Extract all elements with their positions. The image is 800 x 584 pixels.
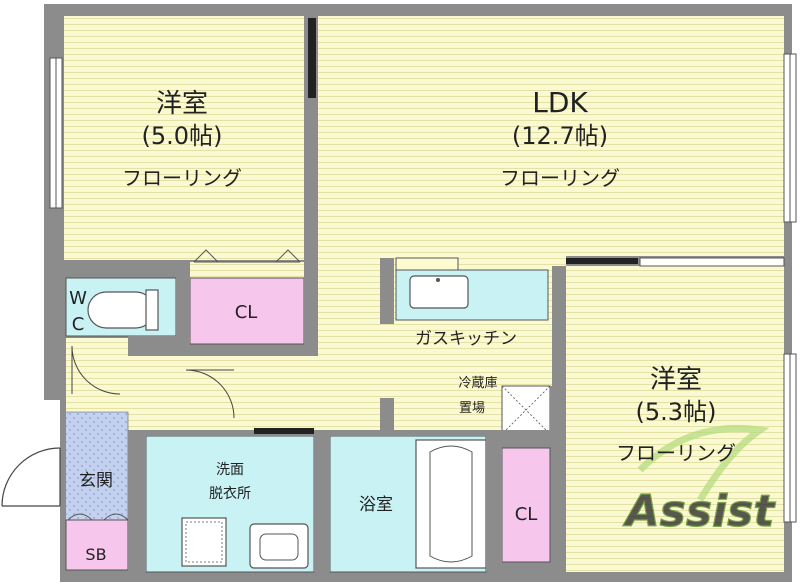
western-room-1-size: (5.0帖): [142, 122, 223, 150]
bathtub: [415, 439, 487, 569]
western-room-2-size: (5.3帖): [636, 398, 717, 426]
washing-machine: [181, 517, 227, 567]
kitchen-label: ガスキッチン: [415, 329, 517, 349]
washroom-label-line1: 洗面: [216, 462, 244, 478]
western-room-2-floor: フローリング: [616, 441, 736, 465]
hallway: [128, 356, 318, 430]
washbasin: [249, 523, 309, 569]
western-room-1-name: 洋室: [156, 89, 208, 119]
entrance: [66, 412, 128, 520]
ldk-size: (12.7帖): [512, 122, 608, 150]
toilet-label-line1: W: [69, 288, 87, 309]
sliding-door: [639, 257, 785, 267]
toilet-label-line2: C: [72, 314, 85, 335]
closet-2: [501, 447, 551, 563]
toilet-tank: [145, 289, 159, 331]
front-door-swing: [1, 447, 61, 507]
kitchen-sink: [409, 275, 469, 309]
western-room-1: [64, 16, 304, 260]
western-room-1-floor: フローリング: [122, 166, 242, 190]
toilet-bowl: [87, 291, 155, 329]
toilet-door-swing: [71, 345, 121, 395]
watermark-logo: Assist: [622, 424, 777, 538]
entrance-label: 玄関: [79, 471, 113, 491]
ldk-floor: フローリング: [500, 166, 620, 190]
watermark-text: Assist: [623, 486, 777, 537]
ldk-name: LDK: [532, 86, 588, 119]
shoe-box: [65, 519, 129, 571]
outside-area: [0, 400, 60, 584]
washroom-label-line2: 脱衣所: [209, 486, 251, 502]
fridge-label-line1: 冷蔵庫: [458, 376, 497, 391]
ldk-area: [318, 16, 784, 256]
western-room-2: [566, 266, 784, 572]
bathroom-label: 浴室: [359, 495, 393, 515]
hallway-entry: [66, 338, 128, 412]
western-room-2-name: 洋室: [650, 365, 702, 395]
shoe-box-label: SB: [85, 545, 106, 564]
closet-2-label: CL: [515, 504, 538, 525]
fridge-label-line2: 置場: [459, 401, 485, 416]
washroom-door-swing: [185, 369, 235, 419]
closet-1-label: CL: [235, 302, 258, 323]
